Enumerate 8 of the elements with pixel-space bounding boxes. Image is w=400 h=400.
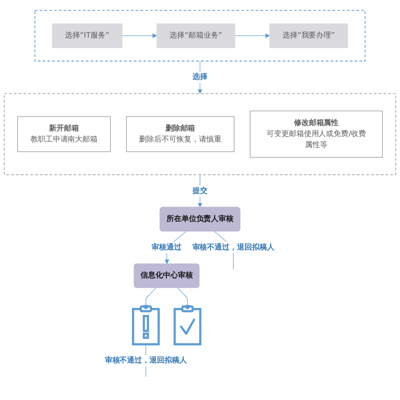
arrow [178, 288, 190, 310]
arrow [198, 174, 202, 208]
cluster [4, 93, 396, 176]
arrow [122, 33, 158, 38]
arrow [144, 288, 156, 310]
cluster [34, 10, 366, 62]
arrow [234, 33, 270, 38]
arrow [198, 60, 202, 94]
